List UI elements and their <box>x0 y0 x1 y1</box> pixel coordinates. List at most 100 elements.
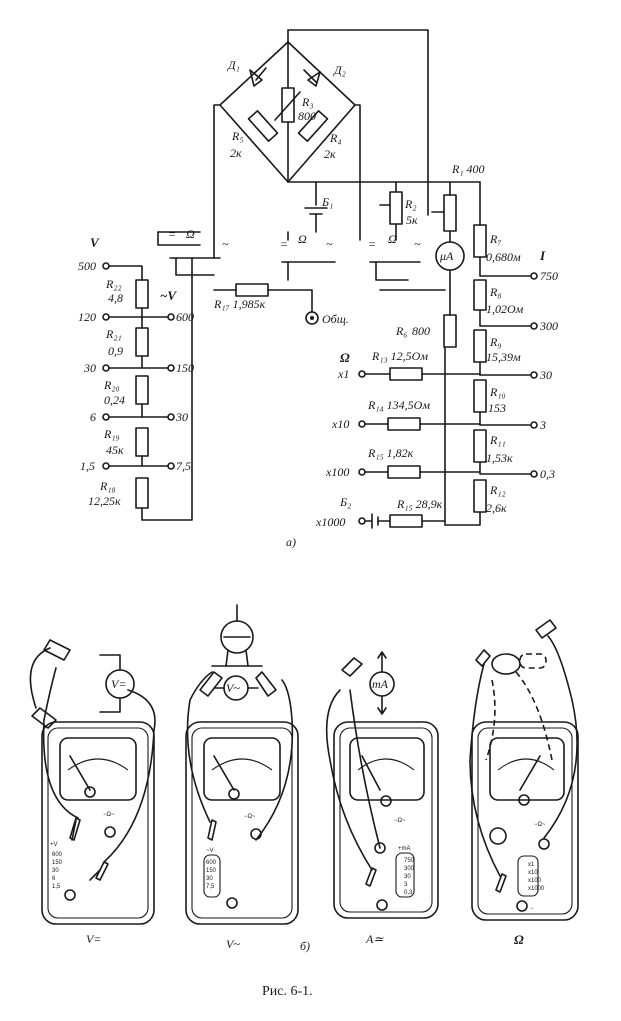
terminal-vdc-120[interactable] <box>102 313 110 321</box>
meter-vdc-range-2: 30 <box>52 868 59 874</box>
battery-b2-icon <box>364 513 379 529</box>
meter-amp-adjust-icon[interactable] <box>380 795 392 807</box>
meter-vac-range-0: 600 <box>206 860 217 866</box>
label-r10-value: 153 <box>488 401 506 415</box>
meter-amp-range-0: 750 <box>404 858 415 864</box>
terminal-vac-600[interactable] <box>167 313 175 321</box>
meter-vdc-common-jack[interactable] <box>64 889 76 901</box>
label-r6: R₆ <box>395 324 408 338</box>
label-r13: R₁₃ 12,5Ом <box>371 349 428 363</box>
label-d1: Д₁ <box>227 58 240 72</box>
resistor-r19 <box>135 427 149 457</box>
label-r5-value: 2к <box>230 146 242 160</box>
terminal-vdc-30[interactable] <box>102 364 110 372</box>
resistor-r2 <box>389 191 403 225</box>
terminal-vac-75[interactable] <box>167 462 175 470</box>
resistor-r6 <box>443 314 457 348</box>
label-b1: Б₁ <box>321 195 333 209</box>
resistor-r7 <box>473 224 487 258</box>
meter-vac-range-3: 7,5 <box>206 884 215 890</box>
terminal-i-750[interactable] <box>530 272 538 280</box>
label-i: I <box>539 248 546 263</box>
meter-amp-range-1: 300 <box>404 866 415 872</box>
resistor-r13 <box>389 367 423 381</box>
resistor-r12 <box>473 479 487 513</box>
label-r18: R₁₈ <box>99 479 116 493</box>
terminal-i-300[interactable] <box>530 322 538 330</box>
meter-vac-mode: V~ <box>226 937 240 951</box>
label-r15b: R₁₅ 28,9к <box>396 497 443 511</box>
label-omega: Ω <box>340 350 350 365</box>
terminal-vdc-500[interactable] <box>102 262 110 270</box>
terminal-vac-30[interactable] <box>167 413 175 421</box>
meter-ohm-adjust-icon[interactable] <box>518 794 530 806</box>
terminal-ohm-x10[interactable] <box>358 420 366 428</box>
terminal-ohm-x1000[interactable] <box>358 517 366 525</box>
current-300: 300 <box>539 319 558 333</box>
resistor-r20 <box>135 375 149 405</box>
label-common: Общ. <box>322 312 349 326</box>
meter-vdc-range-0: 600 <box>52 852 63 858</box>
figure-caption: Рис. 6-1. <box>262 984 313 999</box>
meter-vdc-adjust-icon[interactable] <box>84 786 96 798</box>
meter-ohm-dial <box>489 737 565 801</box>
vdc-6: 6 <box>90 410 96 424</box>
label-r9-value: 15,39м <box>486 350 521 364</box>
label-r15a: R₁₅ 1,82к <box>367 446 414 460</box>
sw1-ohm: Ω <box>186 227 195 241</box>
label-vac: ~V <box>160 288 177 303</box>
meter-ohm-common-jack[interactable] <box>516 900 528 912</box>
resistor-r4 <box>297 110 329 142</box>
meter-vdc-range-4: 1,5 <box>52 884 61 890</box>
label-r20: R₂₀ <box>103 378 120 392</box>
meter-vac-range-1: 150 <box>206 868 217 874</box>
label-d2: Д₂ <box>333 63 346 77</box>
resistor-r15a <box>387 465 421 479</box>
terminal-vdc-15[interactable] <box>102 462 110 470</box>
meter-vac-dial <box>203 737 281 801</box>
label-r4: R₄ <box>329 131 342 145</box>
meter-ohm-zero-knob-icon[interactable] <box>489 827 507 845</box>
resistor-r9 <box>473 329 487 363</box>
sw2-eq: = <box>280 237 288 251</box>
common-terminal[interactable] <box>305 311 319 325</box>
meter-vdc-range-1: 150 <box>52 860 63 866</box>
resistor-r17 <box>235 283 269 297</box>
meter-vdc-plug2-icon <box>95 861 109 881</box>
meter-ohm-ohm-jack[interactable] <box>538 838 550 850</box>
meter-amp-ohm-jack[interactable] <box>374 842 386 854</box>
meter-amp-hdr: +mA <box>398 846 411 852</box>
terminal-vac-150[interactable] <box>167 364 175 372</box>
label-r1: R₁ 400 <box>451 162 485 176</box>
meter-vdc-terminal-label: −Ω~ <box>103 812 115 818</box>
meter-vdc-ohm-jack[interactable] <box>104 826 116 838</box>
label-r2-value: 5к <box>406 213 418 227</box>
vdc-500: 500 <box>78 259 96 273</box>
label-r22-value: 4,8 <box>108 291 123 305</box>
terminal-i-30[interactable] <box>530 371 538 379</box>
meter-vac-common-jack[interactable] <box>226 897 238 909</box>
resistor-r11 <box>473 429 487 463</box>
terminal-i-3[interactable] <box>530 421 538 429</box>
part-a-label: а) <box>286 535 296 549</box>
ohm-x100: x100 <box>325 465 349 479</box>
meters-b: −Ω~ +V 600 150 30 6 1,5 V= V= <box>29 604 579 953</box>
label-r11-value: 1,53к <box>486 451 513 465</box>
meter-amp-plug-icon <box>365 867 377 887</box>
meter-vac-adjust-icon[interactable] <box>228 788 240 800</box>
terminal-i-03[interactable] <box>530 470 538 478</box>
meter-amp-terminal-label: −Ω~ <box>394 818 406 824</box>
meter-ohm-range-0: x1 <box>528 862 535 868</box>
ohm-x1000: x1000 <box>315 515 345 529</box>
label-r5: R₅ <box>231 129 244 143</box>
terminal-ohm-x1[interactable] <box>358 370 366 378</box>
terminal-ohm-x100[interactable] <box>358 468 366 476</box>
vdc-15: 1,5 <box>80 459 95 473</box>
meter-vac-ohm-jack[interactable] <box>250 828 262 840</box>
ohm-x10: x10 <box>331 417 349 431</box>
terminal-vdc-6[interactable] <box>102 413 110 421</box>
label-r22: R₂₂ <box>105 277 122 291</box>
sw1-ac: ~ <box>222 237 229 251</box>
meter-amp-common-jack[interactable] <box>376 899 388 911</box>
